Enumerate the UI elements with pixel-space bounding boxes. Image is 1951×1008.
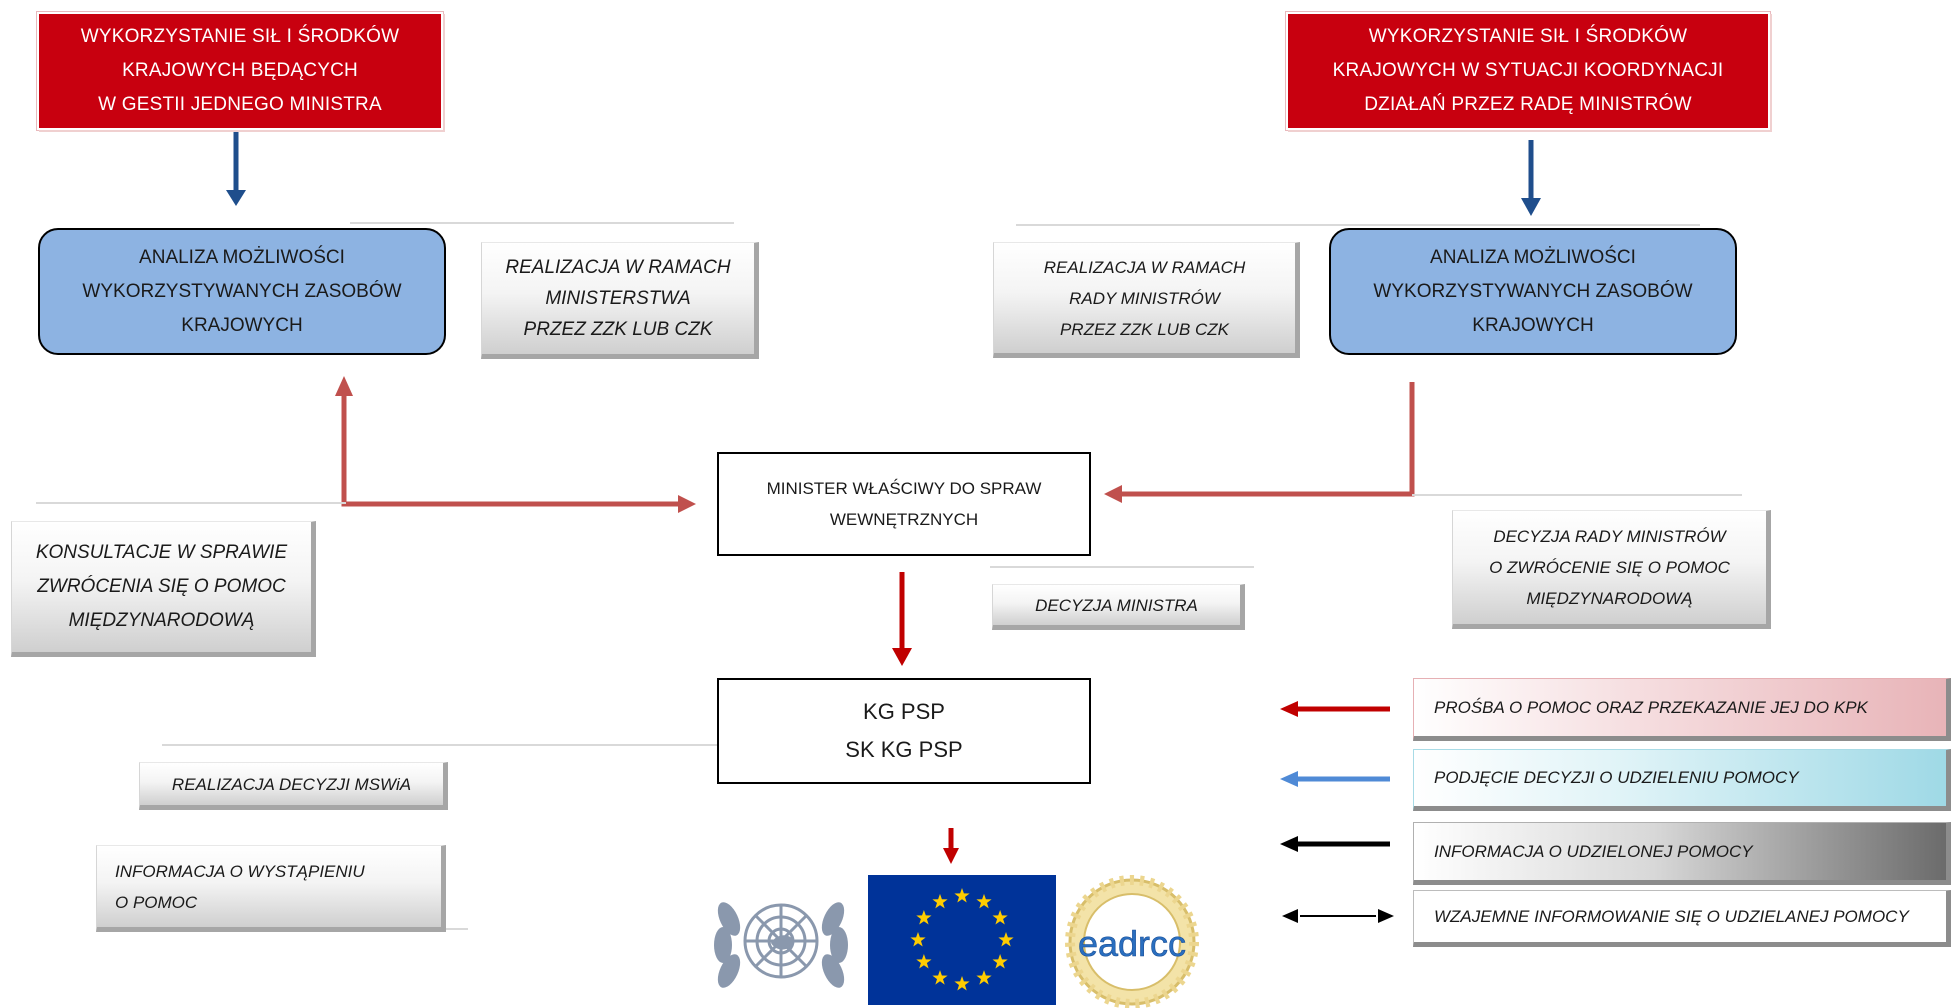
connector-minister-to-analysis-left <box>335 376 696 513</box>
legend-decision-label: PODJĘCIE DECYZJI O UDZIELENIU POMOCY <box>1434 768 1799 787</box>
eu-star-icon <box>916 910 932 925</box>
council-decision-box: DECYZJA RADY MINISTRÓW O ZWRÓCENIE SIĘ O… <box>1452 510 1771 629</box>
realization-council-line-1: REALIZACJA W RAMACH <box>1043 257 1246 277</box>
realization-ministry-line-1: REALIZACJA W RAMACH <box>505 257 731 278</box>
legend-item-mutual: WZAJEMNE INFORMOWANIE SIĘ O UDZIELANEJ P… <box>1413 890 1951 947</box>
info-request-line-2: O POMOC <box>115 892 198 912</box>
realization-ministry-line-3: PRZEZ ZZK LUB CZK <box>523 319 713 340</box>
council-decision-line-2: O ZWRÓCENIE SIĘ O POMOC <box>1489 558 1730 577</box>
eu-flag-icon <box>868 875 1056 1005</box>
arrow-minister-to-kgpsp <box>892 572 912 666</box>
minister-box: MINISTER WŁAŚCIWY DO SPRAW WEWNĘTRZNYCH <box>717 452 1091 556</box>
legend-mutual-label: WZAJEMNE INFORMOWANIE SIĘ O UDZIELANEJ P… <box>1434 906 1909 926</box>
separator-line <box>1016 224 1700 226</box>
minister-line-2: WEWNĘTRZNYCH <box>829 510 979 529</box>
consultation-line-2: ZWRÓCENIA SIĘ O POMOC <box>37 576 286 597</box>
council-decision-line-1: DECYZJA RADY MINISTRÓW <box>1493 527 1726 546</box>
top-right-line-1: WYKORZYSTANIE SIŁ I ŚRODKÓW <box>1368 26 1688 47</box>
analysis-left-box: ANALIZA MOŻLIWOŚCI WYKORZYSTYWANYCH ZASO… <box>38 228 446 355</box>
legend-item-request: PROŚBA O POMOC ORAZ PRZEKAZANIE JEJ DO K… <box>1413 678 1951 741</box>
separator-line <box>1412 494 1742 496</box>
eu-star-icon <box>992 910 1008 925</box>
kg-psp-line-2: SK KG PSP <box>845 737 963 762</box>
top-left-line-2: KRAJOWYCH BĘDĄCYCH <box>122 60 358 81</box>
legend-item-decision: PODJĘCIE DECYZJI O UDZIELENIU POMOCY <box>1413 749 1951 811</box>
analysis-right-line-1: ANALIZA MOŻLIWOŚCI <box>1430 246 1636 268</box>
top-left-source-box: WYKORZYSTANIE SIŁ I ŚRODKÓW KRAJOWYCH BĘ… <box>37 12 443 130</box>
legend-arrow-double <box>1282 909 1394 923</box>
top-right-line-3: DZIAŁAŃ PRZEZ RADĘ MINISTRÓW <box>1364 94 1692 115</box>
minister-decision-label: DECYZJA MINISTRA <box>1035 595 1198 615</box>
legend-arrow-black <box>1280 836 1390 852</box>
consultation-box: KONSULTACJE W SPRAWIE ZWRÓCENIA SIĘ O PO… <box>11 521 316 657</box>
realization-ministry-box: REALIZACJA W RAMACH MINISTERSTWA PRZEZ Z… <box>481 242 759 359</box>
mswia-decision-label: REALIZACJA DECYZJI MSWiA <box>171 774 412 794</box>
minister-decision-box: DECYZJA MINISTRA <box>992 584 1245 630</box>
analysis-left-line-3: KRAJOWYCH <box>181 314 303 336</box>
eu-star-icon <box>932 970 948 985</box>
realization-council-line-3: PRZEZ ZZK LUB CZK <box>1059 319 1230 339</box>
arrow-kgpsp-to-logos <box>943 828 959 864</box>
un-emblem-icon <box>713 873 849 1008</box>
separator-line <box>350 222 734 224</box>
analysis-left-line-1: ANALIZA MOŻLIWOŚCI <box>139 246 345 268</box>
eu-star-icon <box>998 932 1014 947</box>
legend-request-label: PROŚBA O POMOC ORAZ PRZEKAZANIE JEJ DO K… <box>1434 697 1868 717</box>
eu-star-icon <box>954 976 970 991</box>
separator-line <box>36 502 346 504</box>
arrow-top-left-down <box>226 130 246 206</box>
top-left-line-3: W GESTII JEDNEGO MINISTRA <box>98 94 382 115</box>
connector-analysis-right-to-minister <box>1104 382 1415 503</box>
council-decision-line-3: MIĘDZYNARODOWĄ <box>1526 589 1693 608</box>
arrow-top-right-down <box>1521 140 1541 216</box>
eu-star-icon <box>992 954 1008 969</box>
realization-ministry-line-2: MINISTERSTWA <box>545 288 691 309</box>
legend-arrow-blue <box>1280 771 1390 787</box>
top-left-line-1: WYKORZYSTANIE SIŁ I ŚRODKÓW <box>80 26 400 47</box>
info-request-box: INFORMACJA O WYSTĄPIENIU O POMOC <box>96 845 446 932</box>
realization-council-line-2: RADY MINISTRÓW <box>1069 288 1220 308</box>
legend-item-information: INFORMACJA O UDZIELONEJ POMOCY <box>1413 822 1951 885</box>
analysis-right-line-2: WYKORZYSTYWANYCH ZASOBÓW <box>1373 280 1693 302</box>
minister-line-1: MINISTER WŁAŚCIWY DO SPRAW <box>766 479 1042 498</box>
eu-star-icon <box>954 888 970 903</box>
analysis-left-line-2: WYKORZYSTYWANYCH ZASOBÓW <box>82 280 402 302</box>
analysis-right-line-3: KRAJOWYCH <box>1472 314 1594 336</box>
kg-psp-box: KG PSP SK KG PSP <box>717 678 1091 784</box>
eu-star-icon <box>910 932 926 947</box>
realization-council-box: REALIZACJA W RAMACH RADY MINISTRÓW PRZEZ… <box>993 242 1300 358</box>
eadrcc-seal-icon: eadrcc <box>1065 875 1199 1008</box>
kg-psp-line-1: KG PSP <box>863 699 945 724</box>
separator-line <box>162 744 1012 746</box>
eu-star-icon <box>976 970 992 985</box>
eu-star-icon <box>976 893 992 909</box>
eu-star-icon <box>932 893 948 909</box>
info-request-line-1: INFORMACJA O WYSTĄPIENIU <box>115 861 365 881</box>
eadrcc-logo-text: eadrcc <box>1078 923 1186 964</box>
consultation-line-1: KONSULTACJE W SPRAWIE <box>35 542 288 563</box>
legend-arrow-red <box>1280 701 1390 717</box>
analysis-right-box: ANALIZA MOŻLIWOŚCI WYKORZYSTYWANYCH ZASO… <box>1329 228 1737 355</box>
consultation-line-3: MIĘDZYNARODOWĄ <box>68 610 255 631</box>
mswia-decision-box: REALIZACJA DECYZJI MSWiA <box>139 762 448 810</box>
legend-information-label: INFORMACJA O UDZIELONEJ POMOCY <box>1434 841 1753 861</box>
top-right-line-2: KRAJOWYCH W SYTUACJI KOORDYNACJI <box>1332 60 1724 81</box>
separator-line <box>990 566 1254 568</box>
eu-star-icon <box>916 954 932 969</box>
top-right-source-box: WYKORZYSTANIE SIŁ I ŚRODKÓW KRAJOWYCH W … <box>1286 12 1770 130</box>
